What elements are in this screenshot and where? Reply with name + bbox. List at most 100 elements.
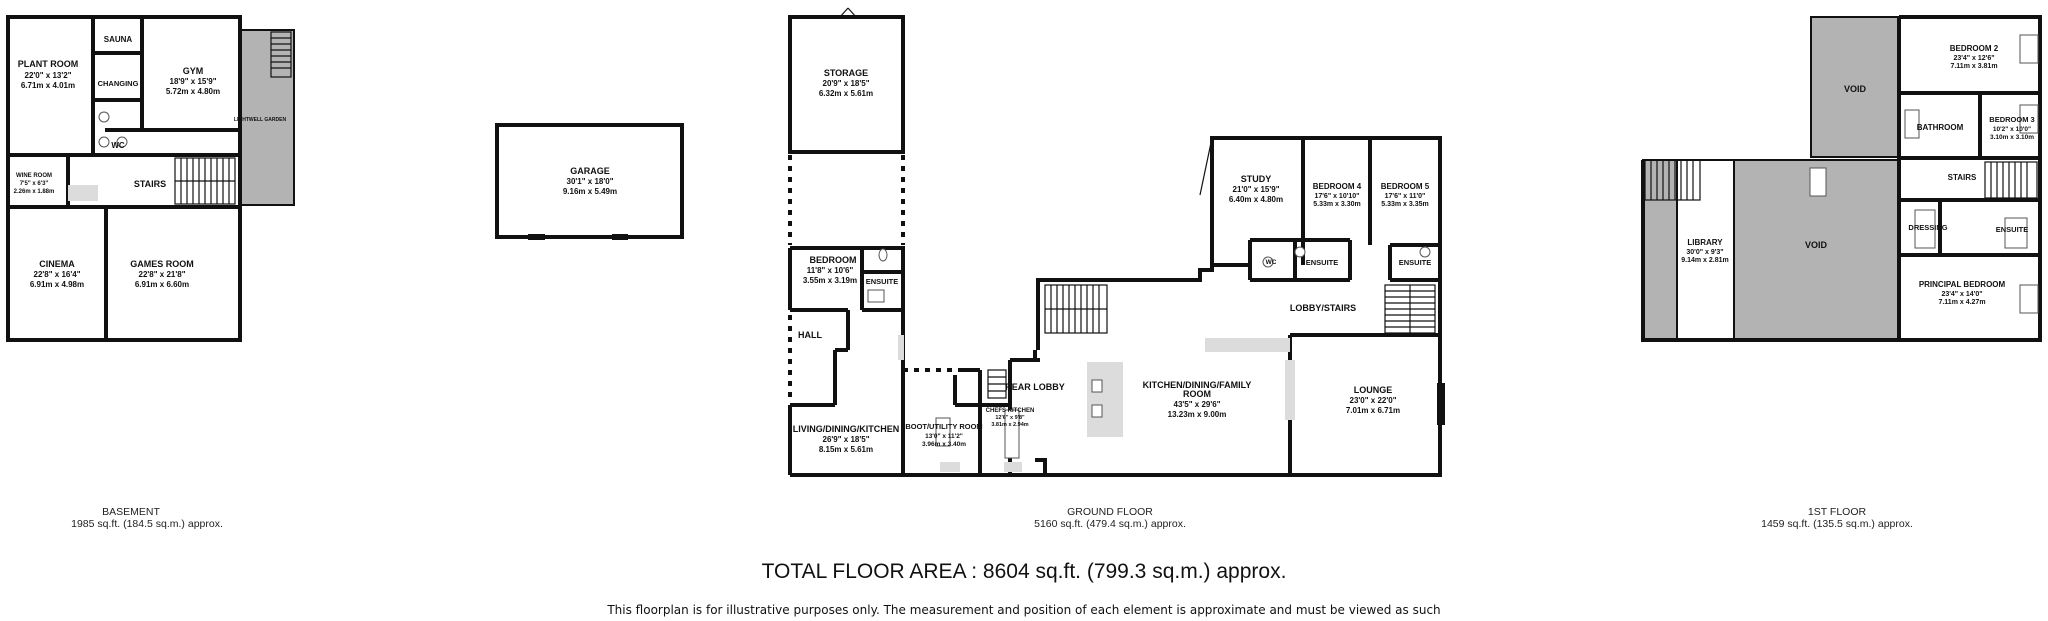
bedroom-metric: 3.55m x 3.19m [803,276,857,285]
gym-imperial: 18'9" x 15'9" [170,77,217,86]
wine-room-imperial: 7'5" x 6'3" [20,181,49,187]
bedroom-2-label: BEDROOM 2 [1950,44,1999,53]
library-label: LIBRARY [1687,238,1723,247]
lounge-metric: 7.01m x 6.71m [1346,406,1400,415]
utility-sink-icon [935,417,951,447]
changing-label: CHANGING [98,79,139,88]
cinema-metric: 6.91m x 4.98m [30,280,84,289]
bedroom-4-imperial: 17'6" x 10'10" [1314,193,1359,200]
plant-room-metric: 6.71m x 4.01m [21,81,75,90]
first-floor-plan: VOID VOID BEDROOM 2 23'4" x 12'6" 7.11m … [1641,15,2042,342]
ground-wc-label: WC [1266,259,1277,266]
bedroom-5-label: BEDROOM 5 [1381,182,1430,191]
chefs-kitchen-label: CHEFS KITCHEN [986,408,1035,414]
library-metric: 9.14m x 2.81m [1681,257,1728,264]
lightwell-label: LIGHTWELL GARDEN [234,117,287,123]
ensuite-b-label: ENSUITE [1306,258,1339,267]
lightwell-stairs [270,31,292,78]
disclaimer: This floorplan is for illustrative purpo… [607,603,1441,617]
basement-area: 1985 sq.ft. (184.5 sq.m.) approx. [71,518,223,530]
ground-stairs [1384,284,1436,334]
chefs-kitchen-metric: 3.81m x 2.94m [991,422,1028,428]
basement-stairs [174,157,236,205]
toilet-icon [98,111,110,123]
garage-plan: GARAGE 30'1" x 18'0" 9.16m x 5.49m [495,123,684,240]
fireplace-icon [1437,383,1445,425]
garage-imperial: 30'1" x 18'0" [567,177,614,186]
cinema-label: CINEMA [39,259,75,269]
garage-metric: 9.16m x 5.49m [563,187,617,196]
basement-plan: SAUNA PLANT ROOM 22'0" x 13'2" 6.71m x 4… [6,15,295,342]
games-room-imperial: 22'8" x 21'8" [139,270,186,279]
lounge-imperial: 23'0" x 22'0" [1350,396,1397,405]
wine-room-metric: 2.26m x 1.88m [14,189,55,195]
bedroom-5-metric: 5.33m x 3.35m [1381,201,1428,208]
lobby-stairs-label: LOBBY/STAIRS [1290,303,1356,313]
sauna-label: SAUNA [104,35,133,44]
shower-icon [2004,217,2028,249]
kitchen-stairs [1044,284,1108,334]
toilet-icon [1262,256,1274,268]
toilet-icon [116,136,128,148]
storage-label: STORAGE [824,68,868,78]
bath-icon [1904,109,1920,139]
hall-label: HALL [798,330,822,340]
toilet-icon [1419,246,1431,258]
first-stairs [1644,159,1701,201]
shower-icon [867,289,885,303]
wine-room-label: WINE ROOM [16,173,52,179]
bedroom-2-imperial: 23'4" x 12'6" [1953,55,1994,62]
plant-room-imperial: 22'0" x 13'2" [25,71,72,80]
gym-label: GYM [183,66,204,76]
basement-outline [6,15,242,342]
plant-room-label: PLANT ROOM [18,59,79,69]
ground-area: 5160 sq.ft. (479.4 sq.m.) approx. [1034,518,1186,530]
chefs-kitchen-imperial: 12'6" x 9'8" [995,415,1025,421]
kitchen-imperial: 43'5" x 29'6" [1174,400,1221,409]
basin-icon [98,136,110,148]
bedroom-3-imperial: 10'2" x 10'0" [1993,126,2031,133]
bedroom-4-label: BEDROOM 4 [1313,182,1362,191]
study-label: STUDY [1241,174,1272,184]
kitchen-metric: 13.23m x 9.00m [1168,410,1227,419]
living-label: LIVING/DINING/KITCHEN [793,424,900,434]
cinema-imperial: 22'8" x 16'4" [34,270,81,279]
first-caption: 1ST FLOOR [1808,506,1867,518]
library-side-void [1642,159,1678,341]
kitchen-label-2: ROOM [1183,389,1211,399]
bedroom-2-metric: 7.11m x 3.81m [1950,63,1997,70]
study-metric: 6.40m x 4.80m [1229,195,1283,204]
ground-caption: GROUND FLOOR [1067,506,1153,518]
ensuite-c-label: ENSUITE [1399,258,1432,267]
bed-icon [2019,104,2039,134]
bathroom-label: BATHROOM [1917,123,1964,132]
study-imperial: 21'0" x 15'9" [1233,185,1280,194]
principal-bedroom-imperial: 23'4" x 14'0" [1941,291,1982,298]
bedroom-3-label: BEDROOM 3 [1989,115,2034,124]
ground-floor-plan: STORAGE 20'9" x 18'5" 6.32m x 5.61m BEDR… [788,7,1445,477]
rear-lobby-steps [987,369,1007,399]
total-floor-area: TOTAL FLOOR AREA : 8604 sq.ft. (799.3 sq… [761,560,1287,583]
gym-metric: 5.72m x 4.80m [166,87,220,96]
void-top-label: VOID [1844,84,1867,94]
boot-room-imperial: 13'0" x 11'2" [925,433,963,440]
boot-room-label: BOOT/UTILITY ROOM [905,422,982,431]
storage-imperial: 20'9" x 18'5" [823,79,870,88]
games-room-label: GAMES ROOM [130,259,194,269]
rear-lobby-label: REAR LOBBY [1005,382,1065,392]
first-ensuite-label: ENSUITE [1996,225,2029,234]
basement-stairs-label: STAIRS [134,179,166,189]
kitchen-island-icon [1087,362,1123,437]
library-imperial: 30'0" x 9'3" [1686,249,1723,256]
storage-metric: 6.32m x 5.61m [819,89,873,98]
kitchen-counter-icon [1004,409,1020,459]
dressing-table-icon [1914,209,1936,249]
bedroom-4-metric: 5.33m x 3.30m [1313,201,1360,208]
principal-bedroom-label: PRINCIPAL BEDROOM [1919,280,2006,289]
bed-icon [2019,284,2039,314]
ensuite-a-label: ENSUITE [866,277,899,286]
basement-caption: BASEMENT [102,506,160,518]
bedroom-label: BEDROOM [810,255,857,265]
bedroom-5-imperial: 17'6" x 11'0" [1385,193,1426,200]
